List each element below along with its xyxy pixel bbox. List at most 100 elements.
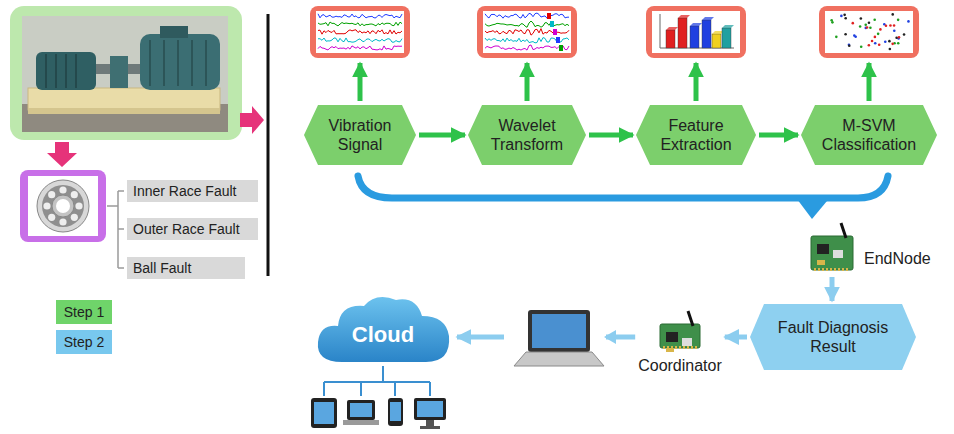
test-rig-photo: [177, 40, 179, 86]
plot-thumbnail: [893, 24, 896, 27]
plot-thumbnail: [891, 43, 894, 46]
board-picture: [818, 268, 820, 271]
board-picture: [808, 222, 856, 274]
result-thumbnails: [310, 6, 919, 58]
green-up-arrows: [867, 63, 872, 101]
text-group: Inner Race Fault: [133, 183, 237, 200]
plot-thumbnail: [547, 13, 551, 19]
process-hexagon: Wavelet Transform: [468, 105, 586, 165]
plot-thumbnail: [556, 37, 560, 43]
node-label: Vibration Signal: [318, 116, 402, 154]
cloud-devices: [314, 402, 334, 424]
hexagon-outline: [801, 105, 937, 165]
text-group: Feature Extraction: [650, 116, 742, 154]
text-group: Wavelet Transform: [482, 116, 572, 154]
plot-thumbnail: [690, 23, 702, 26]
plot-thumbnail: [310, 6, 410, 58]
cloud-devices: [347, 400, 375, 420]
flow-arrow: [725, 335, 747, 340]
green-up-arrows: [360, 63, 869, 101]
board-picture: [842, 268, 844, 271]
plot-thumbnail: [690, 26, 699, 48]
plot-thumbnail: [885, 24, 888, 27]
cloud-devices: [382, 366, 384, 382]
bearing-picture: [52, 195, 74, 217]
legend-label: Step 2: [64, 334, 104, 350]
test-rig-photo: [205, 40, 207, 86]
test-rig-photo: [45, 54, 47, 88]
hexagon-outline: [636, 105, 756, 165]
plot-thumbnail: [825, 11, 913, 53]
cloud-devices: [343, 420, 379, 425]
plot-thumbnail: [477, 6, 577, 58]
bearing-picture: [43, 202, 50, 209]
plot-thumbnail: [835, 36, 838, 39]
plot-thumbnail: [873, 19, 876, 22]
test-rig-photo: [22, 104, 228, 132]
board-picture: [822, 268, 824, 271]
bearing-picture: [48, 214, 55, 221]
hexagon-outline: [801, 105, 937, 165]
cloud-devices: [324, 381, 430, 383]
cloud-devices: [420, 426, 440, 429]
laptop-picture: [532, 314, 586, 348]
fault-label: Inner Race Fault: [127, 180, 258, 202]
test-rig-photo: [10, 6, 242, 140]
board-picture: [817, 260, 825, 265]
board-picture: [687, 346, 689, 349]
flow-arrow: [830, 277, 835, 301]
plot-thumbnail: [874, 36, 877, 39]
plot-thumbnail: [550, 21, 554, 27]
bearing-picture: [59, 186, 66, 193]
plot-thumbnail: [860, 45, 863, 48]
plot-thumbnail: [898, 36, 901, 39]
test-rig-photo: [28, 108, 220, 114]
test-rig-photo: [36, 52, 96, 90]
laptop-picture: [514, 352, 604, 366]
node-label: Ball Fault: [133, 260, 191, 277]
test-rig-photo: [140, 34, 220, 90]
plot-thumbnail: [868, 22, 871, 25]
legend-swatch: Step 1: [56, 300, 112, 324]
plot-thumbnail: [666, 30, 675, 48]
hexagon-outline: [468, 105, 586, 165]
board-picture: [666, 332, 678, 342]
board-picture: [838, 268, 840, 271]
plot-thumbnail: [559, 45, 563, 51]
cloud-devices: [414, 398, 446, 420]
plot-thumbnail: [646, 6, 746, 58]
plot-thumbnail: [722, 28, 731, 48]
green-up-arrows: [525, 63, 530, 101]
test-rig-photo: [22, 16, 228, 132]
blue-bracket: [358, 176, 888, 198]
plot-thumbnail: [310, 6, 410, 58]
board-picture: [834, 268, 836, 271]
board-picture: [660, 324, 700, 348]
pink-arrow: [47, 142, 77, 167]
bearing-picture: [28, 176, 98, 236]
plot-thumbnail: [477, 6, 577, 58]
laptop-picture: [528, 310, 590, 352]
cloud-devices: [388, 398, 403, 426]
plot-thumbnail: [318, 22, 402, 26]
node-label: Outer Race Fault: [133, 221, 240, 238]
bracket-lines: [118, 267, 124, 269]
board-picture: [683, 346, 685, 349]
text-group: Cloud: [352, 312, 414, 348]
fault-label: Outer Race Fault: [127, 218, 258, 240]
bearing-picture: [48, 191, 55, 198]
board-picture: [826, 268, 828, 271]
board-picture: [814, 268, 816, 271]
plot-thumbnail: [859, 25, 862, 28]
plot-thumbnail: [844, 33, 847, 36]
plot-thumbnail: [889, 24, 892, 27]
text-group: Vibration Signal: [318, 116, 402, 154]
plot-thumbnail: [485, 38, 569, 43]
board-picture: [691, 346, 693, 349]
plot-thumbnail: [660, 14, 661, 48]
test-rig-photo: [191, 40, 193, 86]
flow-arrow: [419, 133, 465, 138]
board-picture: [846, 268, 848, 271]
cloud-devices: [311, 398, 337, 428]
